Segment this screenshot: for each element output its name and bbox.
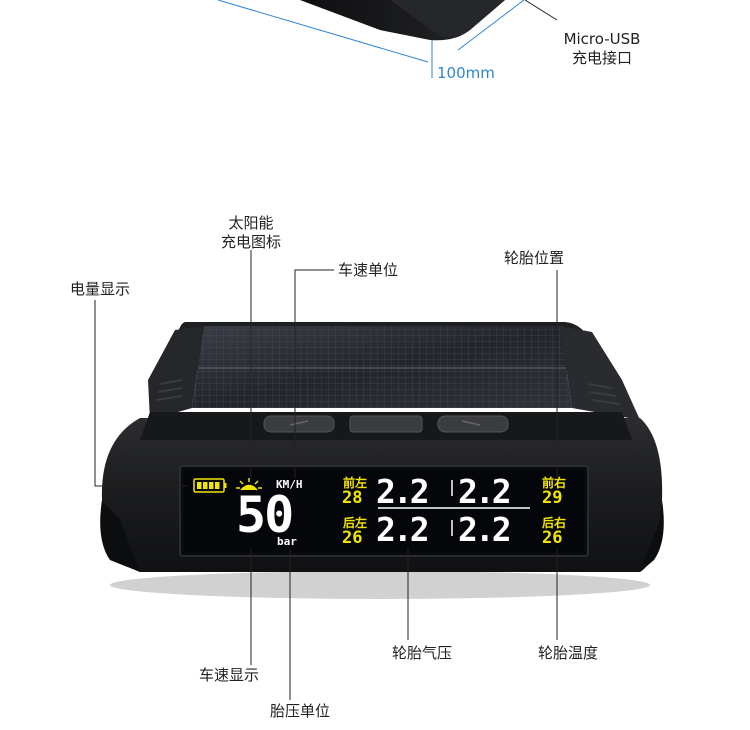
solar-icon-callout-line2: 充电图标 bbox=[220, 233, 281, 251]
tire-position-callout: 轮胎位置 bbox=[504, 249, 565, 267]
pressure-unit-callout: 胎压单位 bbox=[270, 702, 331, 720]
lcd-front-left-pressure: 2.2 bbox=[376, 472, 430, 511]
lcd-screen bbox=[184, 470, 584, 552]
lcd-speed-value: 50 bbox=[236, 486, 294, 544]
device-buttons bbox=[263, 415, 509, 433]
lcd-rear-left-label: 后左 bbox=[343, 516, 368, 530]
lcd-rear-right-temp: 26 bbox=[542, 528, 563, 548]
lcd-front-right-pressure: 2.2 bbox=[458, 472, 512, 511]
sun-icon bbox=[236, 478, 262, 491]
callout-lines bbox=[94, 250, 558, 700]
device-top-fragment bbox=[300, 0, 505, 41]
tpms-device bbox=[100, 322, 664, 599]
button-set bbox=[349, 415, 423, 433]
speed-unit-callout: 车速单位 bbox=[338, 261, 399, 279]
battery-icon bbox=[193, 478, 227, 493]
lcd-rear-right-pressure: 2.2 bbox=[458, 510, 512, 549]
tire-temperature-callout: 轮胎温度 bbox=[538, 644, 599, 662]
lcd-front-right-temp: 29 bbox=[542, 488, 563, 508]
lcd-rear-left-pressure: 2.2 bbox=[376, 510, 430, 549]
solar-icon-callout-line1: 太阳能 bbox=[228, 214, 274, 232]
port-label-line2: 充电接口 bbox=[571, 49, 632, 67]
lcd-rear-left-temp: 26 bbox=[342, 528, 363, 548]
port-leader-line bbox=[524, 0, 558, 21]
dimension-lines bbox=[217, 0, 525, 78]
speed-display-callout: 车速显示 bbox=[199, 666, 260, 684]
lcd-front-left-temp: 28 bbox=[342, 488, 363, 508]
lcd-front-left-label: 前左 bbox=[343, 476, 368, 490]
lcd-front-right-label: 前右 bbox=[542, 476, 567, 490]
port-label-line1: Micro-USB bbox=[563, 30, 641, 48]
lcd-speed-unit: KM/H bbox=[276, 478, 303, 491]
battery-display-callout: 电量显示 bbox=[70, 280, 131, 298]
tire-pressure-callout: 轮胎气压 bbox=[392, 644, 453, 662]
solar-icon-callout: 太阳能 充电图标 bbox=[206, 214, 296, 252]
width-dimension-label: 100mm bbox=[437, 64, 495, 82]
lcd-pressure-unit: bar bbox=[277, 535, 297, 548]
button-left bbox=[263, 415, 335, 433]
lcd-rear-right-label: 后右 bbox=[542, 516, 567, 530]
port-label: Micro-USB 充电接口 bbox=[555, 30, 649, 68]
